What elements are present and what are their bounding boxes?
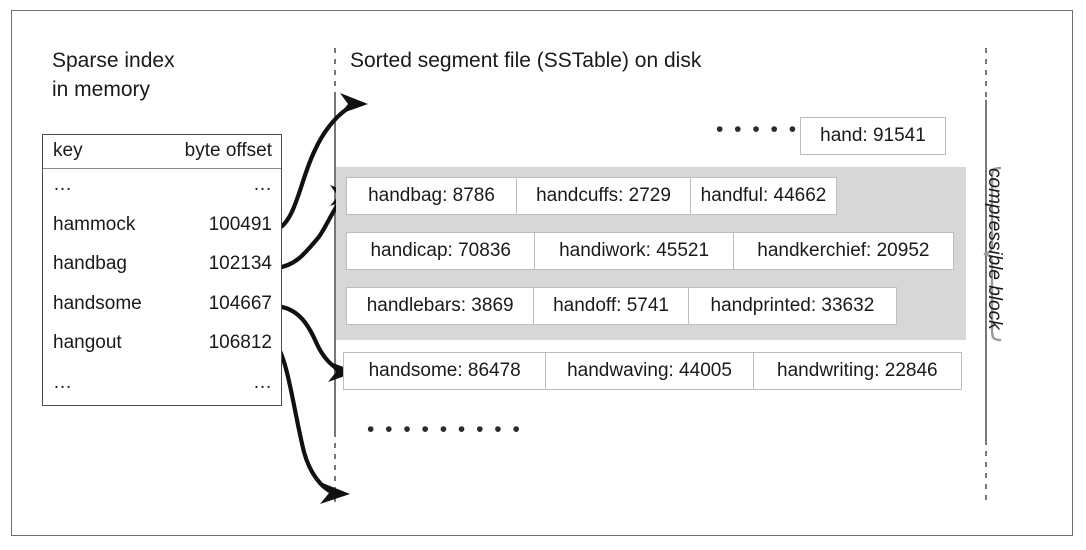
sstable-cell: handbag: 8786 xyxy=(347,178,518,214)
sparse-index-caption: Sparse index in memory xyxy=(52,49,175,101)
sstable-cell: handcuffs: 2729 xyxy=(517,178,691,214)
index-row: hangout 106812 xyxy=(43,327,281,367)
sstable-cell: handoff: 5741 xyxy=(534,288,689,324)
index-row-offset: 100491 xyxy=(208,213,272,235)
sstable-cell: handicap: 70836 xyxy=(347,233,536,269)
index-header-row: key byte offset xyxy=(43,135,281,169)
sparse-index-table: key byte offset … … hammock 100491 handb… xyxy=(42,134,282,406)
index-row-offset: … xyxy=(253,371,272,393)
index-row-offset: 106812 xyxy=(208,332,272,353)
index-row: handsome 104667 xyxy=(43,288,281,328)
index-row-key: … xyxy=(53,174,72,195)
sstable-cell: handwaving: 44005 xyxy=(546,353,754,389)
index-row: … … xyxy=(43,367,281,407)
compressible-block-label: compressible block xyxy=(984,168,1005,330)
sstable-cell: handwriting: 22846 xyxy=(777,360,938,381)
index-header-key: key xyxy=(53,140,83,161)
index-row-key: handsome xyxy=(53,292,142,314)
index-row-key: handbag xyxy=(53,253,127,274)
sstable-row: handlebars: 3869 handoff: 5741 handprint… xyxy=(346,287,897,325)
index-row-key: hammock xyxy=(53,213,136,235)
index-row: hammock 100491 xyxy=(43,209,281,249)
index-row-offset: … xyxy=(253,174,272,195)
index-row: handbag 102134 xyxy=(43,248,281,288)
sstable-caption: Sorted segment file (SSTable) on disk xyxy=(350,49,702,72)
sstable-cell: handiwork: 45521 xyxy=(535,233,734,269)
index-row-offset: 104667 xyxy=(208,292,272,314)
sstable-cell: handprinted: 33632 xyxy=(710,295,875,316)
sstable-row: handbag: 8786 handcuffs: 2729 handful: 4… xyxy=(346,177,837,215)
sstable-cell: handsome: 86478 xyxy=(344,353,547,389)
sstable-entry-hand: hand: 91541 xyxy=(800,117,946,155)
index-header-offset: byte offset xyxy=(184,140,272,161)
sstable-cell: handful: 44662 xyxy=(700,185,827,206)
index-row-key: … xyxy=(53,371,72,393)
sstable-cell: hand: 91541 xyxy=(820,125,926,146)
index-row-key: hangout xyxy=(53,332,122,353)
sstable-row: handsome: 86478 handwaving: 44005 handwr… xyxy=(343,352,962,390)
sstable-cell: handkerchief: 20952 xyxy=(757,240,930,261)
index-row: … … xyxy=(43,169,281,209)
index-row-offset: 102134 xyxy=(208,253,272,274)
sstable-cell: handlebars: 3869 xyxy=(347,288,535,324)
ellipsis-after-rows: • • • • • • • • • xyxy=(367,418,523,441)
sstable-row: handicap: 70836 handiwork: 45521 handker… xyxy=(346,232,954,270)
